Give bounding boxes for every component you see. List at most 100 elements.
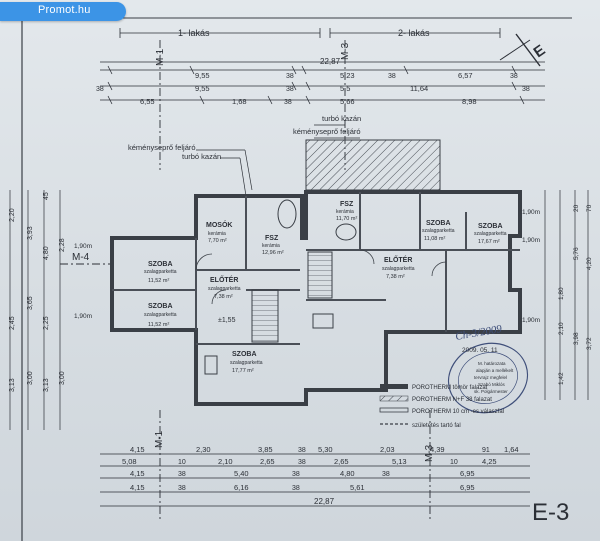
bottom-dim-row4: 4,15 38 6,16 38 5,61 6,95 — [130, 483, 475, 492]
legend-swatch-3 — [379, 407, 409, 413]
left-dim-10: 3,00 — [27, 371, 34, 385]
stamp-line-3: tervrajz megfelel — [474, 375, 507, 380]
right-dim-11: 2,10 — [558, 322, 565, 335]
bottom-dim-3-7: 6,95 — [460, 469, 475, 478]
left-dim-4: 4,80 — [43, 246, 50, 260]
bottom-dim-3-6: 38 — [382, 471, 390, 478]
room-labels: MOSÓK kerámia 7,70 m² FSZ kerámia 12,96 … — [144, 201, 507, 374]
left-dim-6: 2,45 — [9, 316, 16, 330]
roof-block-hatch — [305, 139, 441, 191]
stamp-date: 2009. 05. 11 — [462, 347, 498, 354]
room-6-sub: szalagparketta — [230, 360, 263, 366]
room-7-area: 11,70 m² — [336, 216, 357, 222]
bottom-dim-3-4: 38 — [292, 471, 300, 478]
left-dim-11: 3,13 — [43, 378, 50, 392]
left-dim-12: 3,00 — [59, 371, 66, 385]
room-2-name: FSZ — [265, 235, 279, 242]
bottom-dim-2-8: 10 — [450, 459, 458, 466]
bottom-dim-1-7: 4,39 — [430, 445, 445, 454]
bottom-dim-2-3: 2,10 — [218, 457, 233, 466]
room-9-area: 17,67 m² — [478, 239, 500, 245]
callout-leaders — [196, 124, 360, 197]
top-dim-3-1: 6,55 — [140, 97, 155, 106]
left-dim-5: 2,28 — [59, 238, 66, 252]
right-dim-12: 1,42 — [558, 372, 565, 385]
top-dim-2-3: 38 — [286, 86, 294, 93]
room-7-sub: kerámia — [336, 209, 354, 215]
bottom-dim-3-5: 4,80 — [340, 469, 355, 478]
top-dim-1-1: 9,55 — [195, 71, 210, 80]
bottom-dim-2-7: 5,13 — [392, 457, 407, 466]
room-4-sub: szalagparketta — [208, 286, 241, 292]
right-dim-7: 1,90m — [522, 317, 540, 324]
legend-label-4: születetés tartó fal — [412, 423, 461, 429]
top-dim-2-1: 38 — [96, 86, 104, 93]
top-dim-3-2: 1,68 — [232, 97, 247, 106]
section-m3-top: M-3 — [340, 42, 351, 60]
left-dim-2: 45 — [43, 192, 50, 200]
approval-stamp: Ch-3/2009 2009. 05. 11 M. határozata ala… — [447, 323, 529, 414]
room-2-sub: kerámia — [262, 243, 280, 249]
legend-label-3: POROTHERM 10 cm -es válaszfal — [412, 409, 504, 415]
top-dim-2-2: 9,55 — [195, 84, 210, 93]
section-m3-bottom: M-3 — [424, 444, 435, 462]
top-dim-2-6: 38 — [522, 86, 530, 93]
bottom-dim-1-9: 1,64 — [504, 445, 519, 454]
left-dim-1: 2,20 — [9, 208, 16, 222]
bottom-dim-4-1: 4,15 — [130, 483, 145, 492]
callout-turbo-left: turbó kazán — [182, 152, 221, 161]
bottom-dim-3-1: 4,15 — [130, 469, 145, 478]
top-dim-3-5: 8,98 — [462, 97, 477, 106]
room-9-name: SZOBA — [478, 223, 503, 230]
top-dim-1-2: 38 — [286, 73, 294, 80]
right-dim-1: 1,90m — [522, 209, 540, 216]
e-marker: E — [499, 33, 549, 67]
room-6-name: SZOBA — [232, 351, 257, 358]
bottom-dim-row3: 4,15 38 5,40 38 4,80 38 6,95 — [130, 469, 475, 478]
bottom-dim-1-5: 5,30 — [318, 445, 333, 454]
right-dim-6: 4,20 — [586, 257, 593, 270]
top-dim-ticks — [107, 65, 525, 105]
section-m4-label: M-4 — [72, 252, 90, 263]
top-dim-3-3: 38 — [284, 99, 292, 106]
room-4-name: ELŐTÉR — [210, 275, 238, 284]
exterior-walls — [110, 190, 522, 406]
sheet-id: E-3 — [532, 499, 569, 526]
watermark-badge[interactable]: Promot.hu — [0, 2, 126, 21]
top-dim-1-6: 38 — [510, 73, 518, 80]
bottom-dim-3-3: 5,40 — [234, 469, 249, 478]
room-5-area: 11,52 m² — [148, 322, 169, 328]
stamp-line-5: sk. Polgármester — [474, 389, 508, 394]
interior-walls — [112, 192, 520, 345]
room-7-name: FSZ — [340, 201, 354, 208]
bottom-dim-2-5: 38 — [298, 459, 306, 466]
bottom-dim-1-4: 38 — [298, 447, 306, 454]
room-8-area: 11,08 m² — [424, 236, 445, 242]
total-width-label: 22,87 — [320, 57, 341, 66]
callout-chimney-right: kéményseprő feljáró — [293, 127, 361, 136]
legend-swatch-2 — [379, 395, 409, 402]
bottom-dim-1-1: 4,15 — [130, 445, 145, 454]
unit-banner — [119, 28, 501, 38]
top-dim-1-3: 5,23 — [340, 71, 355, 80]
room-3-name: SZOBA — [148, 261, 173, 268]
e-marker-label: E — [531, 42, 549, 62]
callout-turbo-right: turbó kazán — [322, 114, 361, 123]
room-2-area: 12,96 m² — [262, 250, 284, 256]
top-dim-1-4: 38 — [388, 73, 396, 80]
stamp-line-1: M. határozata — [478, 361, 506, 366]
bottom-dim-3-2: 38 — [178, 471, 186, 478]
stamp-line-2: alapján a mellékelt — [476, 368, 514, 373]
bottom-dim-4-3: 6,16 — [234, 483, 249, 492]
top-dim-2-5: 11,64 — [410, 84, 428, 93]
room-3-area: 11,52 m² — [148, 278, 169, 284]
legend-swatch-1 — [380, 384, 408, 389]
left-dim-lines — [9, 190, 61, 430]
bottom-dim-4-2: 38 — [178, 485, 186, 492]
left-dim-7: 3,65 — [27, 296, 34, 310]
bottom-dim-4-6: 6,95 — [460, 483, 475, 492]
stair-right — [307, 251, 333, 299]
level-mark: ±1,55 — [218, 317, 236, 324]
